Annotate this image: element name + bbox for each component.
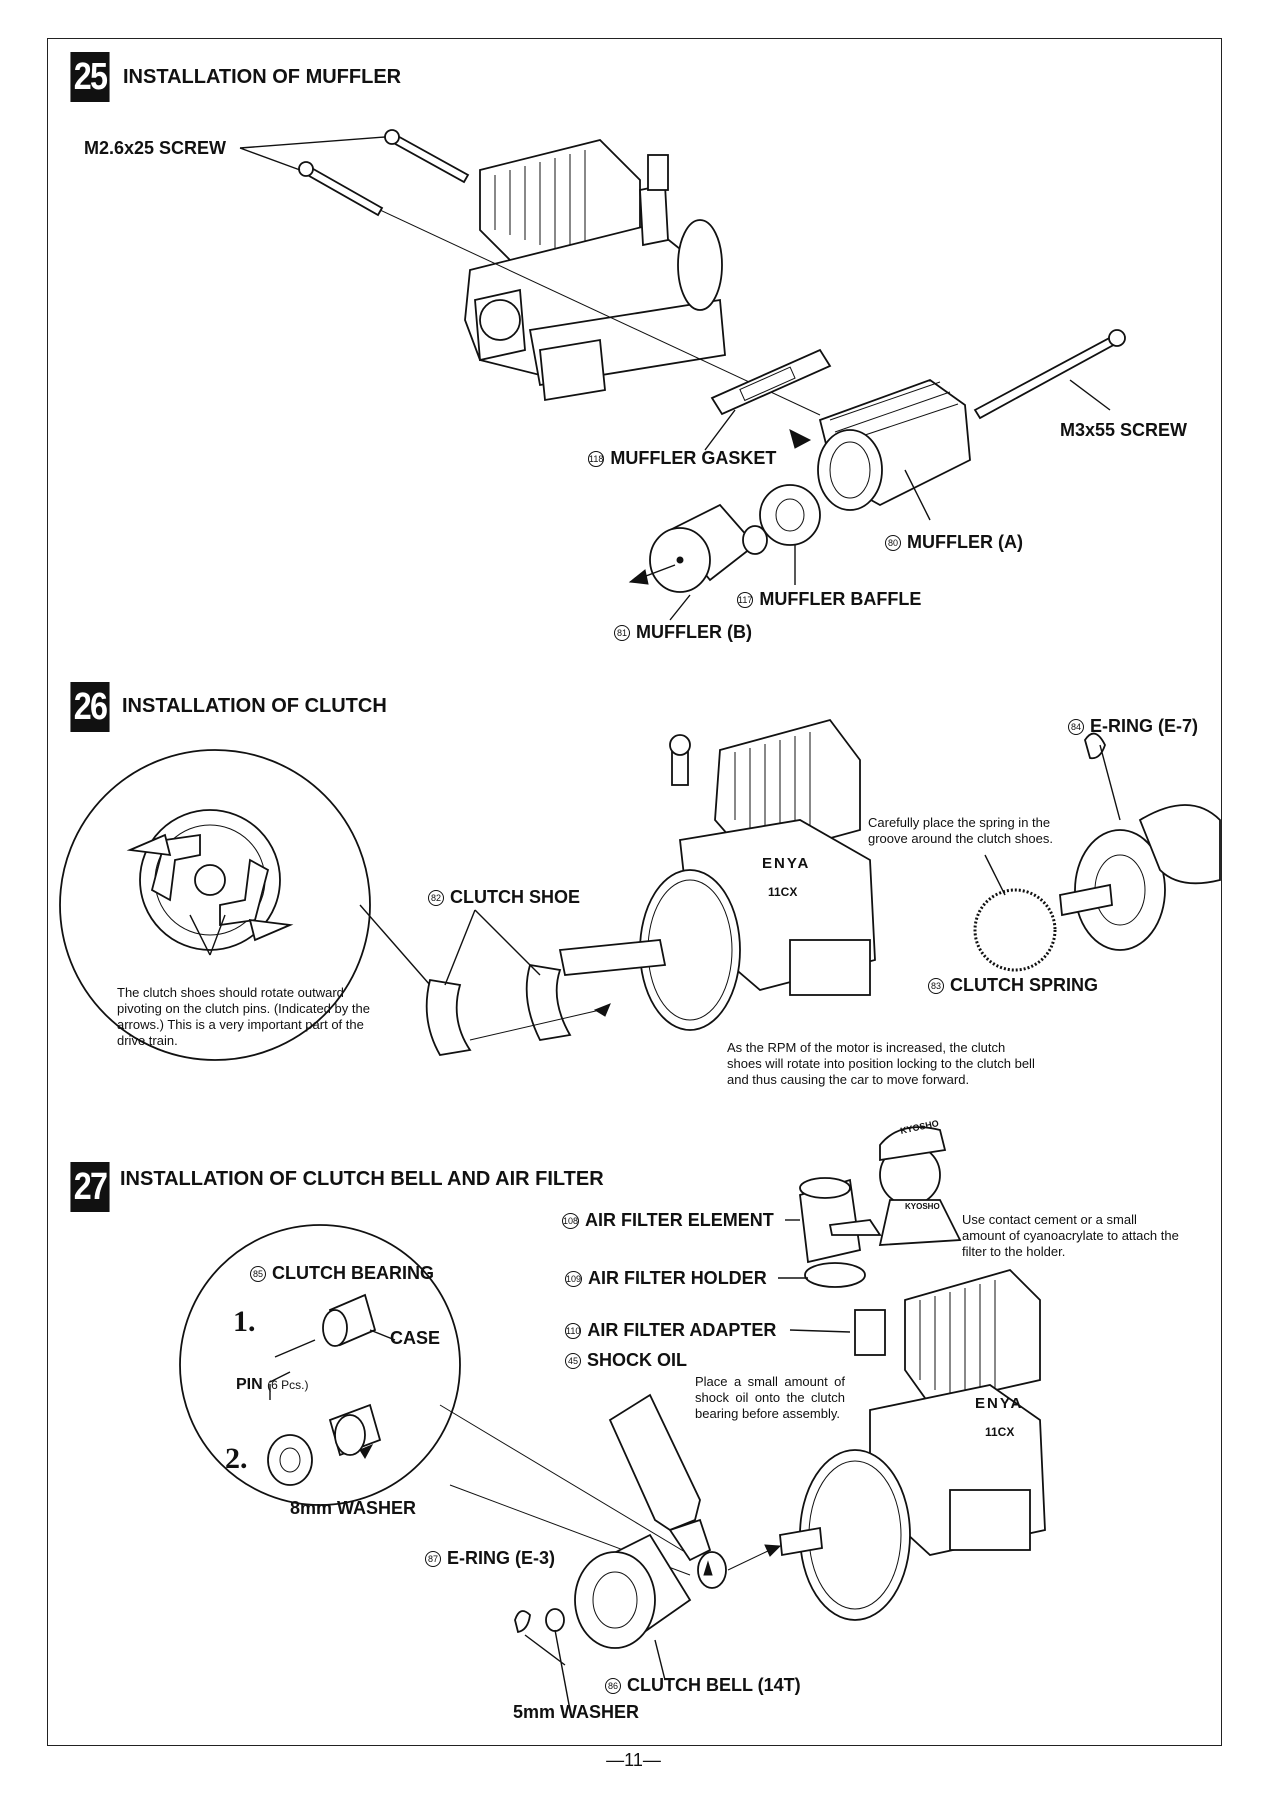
label-muffler-b: 81 MUFFLER (B) bbox=[614, 622, 752, 643]
label-clutch-shoe-text: CLUTCH SHOE bbox=[450, 887, 580, 907]
label-pin-count: (6 Pcs.) bbox=[267, 1378, 309, 1392]
part-number-110: 110 bbox=[565, 1323, 582, 1339]
engine-brand-26: ENYA bbox=[762, 855, 811, 872]
part-number-85: 85 bbox=[250, 1266, 266, 1282]
label-5mm-washer: 5mm WASHER bbox=[513, 1702, 640, 1722]
clutch-bell-parts bbox=[514, 1533, 782, 1711]
part-number-109: 109 bbox=[565, 1271, 583, 1287]
note-shock-oil: Place a small amount of shock oil onto t… bbox=[695, 1374, 845, 1421]
label-m3x55-screw: M3x55 SCREW bbox=[1060, 420, 1188, 440]
step-title-26: INSTALLATION OF CLUTCH bbox=[122, 695, 387, 717]
part-number-87: 87 bbox=[425, 1551, 441, 1567]
part-number-118: 118 bbox=[588, 451, 605, 467]
label-clutch-shoe: 82 CLUTCH SHOE bbox=[428, 887, 580, 908]
label-air-filter-adapter-text: AIR FILTER ADAPTER bbox=[587, 1320, 777, 1340]
step-number-25: 25 bbox=[70, 52, 110, 102]
note-rpm: As the RPM of the motor is increased, th… bbox=[727, 1040, 1035, 1087]
engine-illustration-27 bbox=[778, 1177, 1046, 1621]
clutch-spring-detail bbox=[973, 732, 1221, 972]
page-number: —11— bbox=[606, 1750, 661, 1770]
m26-screws bbox=[239, 129, 821, 416]
engine-brand-27: ENYA bbox=[975, 1395, 1024, 1412]
label-air-filter-element: 108 AIR FILTER ELEMENT bbox=[562, 1210, 774, 1231]
step-title-27: INSTALLATION OF CLUTCH BELL AND AIR FILT… bbox=[120, 1168, 604, 1190]
part-number-80: 80 bbox=[885, 535, 901, 551]
step-number-26: 26 bbox=[70, 682, 110, 732]
bearing-detail-circle bbox=[179, 1224, 691, 1576]
label-8mm-washer: 8mm WASHER bbox=[290, 1498, 417, 1518]
label-m26x25-screw: M2.6x25 SCREW bbox=[84, 138, 227, 158]
note-clutch-shoes: The clutch shoes should rotate outward p… bbox=[117, 985, 370, 1048]
label-clutch-bell: 86 CLUTCH BELL (14T) bbox=[605, 1675, 801, 1696]
step-number-27: 27 bbox=[70, 1162, 110, 1212]
label-muffler-gasket-text: MUFFLER GASKET bbox=[610, 448, 777, 468]
label-clutch-bell-text: CLUTCH BELL (14T) bbox=[627, 1675, 801, 1695]
label-muffler-b-text: MUFFLER (B) bbox=[636, 622, 752, 642]
part-number-117: 117 bbox=[737, 592, 754, 608]
label-clutch-spring-text: CLUTCH SPRING bbox=[950, 975, 1098, 995]
clutch-detail-circle bbox=[59, 749, 431, 1061]
engine-model-26: 11CX bbox=[768, 885, 798, 899]
part-number-86: 86 bbox=[605, 1678, 621, 1694]
label-muffler-baffle-text: MUFFLER BAFFLE bbox=[759, 589, 922, 609]
label-shock-oil: 45 SHOCK OIL bbox=[565, 1350, 687, 1371]
label-shock-oil-text: SHOCK OIL bbox=[587, 1350, 688, 1370]
label-muffler-gasket: 118 MUFFLER GASKET bbox=[588, 448, 776, 469]
shock-oil-bottle bbox=[608, 1393, 713, 1576]
label-e-ring-e3-text: E-RING (E-3) bbox=[447, 1548, 555, 1568]
part-number-84: 84 bbox=[1068, 719, 1084, 735]
mascot-shirt-text: KYOSHO bbox=[905, 1202, 940, 1211]
part-number-81: 81 bbox=[614, 625, 630, 641]
part-number-45: 45 bbox=[565, 1353, 581, 1369]
bearing-step-1: 1. bbox=[233, 1305, 256, 1338]
label-muffler-a: 80 MUFFLER (A) bbox=[885, 532, 1023, 553]
label-air-filter-holder-text: AIR FILTER HOLDER bbox=[588, 1268, 767, 1288]
label-air-filter-adapter: 110 AIR FILTER ADAPTER bbox=[565, 1320, 776, 1341]
engine-illustration-25 bbox=[464, 139, 726, 402]
note-clutch-spring: Carefully place the spring in the groove… bbox=[868, 815, 1054, 846]
label-pin: PIN (6 Pcs.) bbox=[236, 1376, 308, 1394]
label-muffler-a-text: MUFFLER (A) bbox=[907, 532, 1023, 552]
part-number-83: 83 bbox=[928, 978, 944, 994]
label-air-filter-element-text: AIR FILTER ELEMENT bbox=[585, 1210, 774, 1230]
kyosho-mascot bbox=[828, 1126, 962, 1246]
engine-illustration-26 bbox=[558, 718, 876, 1031]
step-title-25: INSTALLATION OF MUFFLER bbox=[123, 66, 402, 88]
clutch-shoes bbox=[425, 909, 611, 1056]
label-clutch-bearing-text: CLUTCH BEARING bbox=[272, 1263, 434, 1283]
note-contact-cement: Use contact cement or a small amount of … bbox=[962, 1212, 1179, 1259]
page-frame bbox=[47, 38, 1222, 1746]
label-e-ring-e7-text: E-RING (E-7) bbox=[1090, 716, 1198, 736]
muffler-parts bbox=[628, 329, 1126, 621]
label-clutch-bearing: 85 CLUTCH BEARING bbox=[250, 1263, 434, 1284]
label-case: CASE bbox=[390, 1328, 441, 1348]
part-number-82: 82 bbox=[428, 890, 444, 906]
label-e-ring-e3: 87 E-RING (E-3) bbox=[425, 1548, 555, 1569]
label-air-filter-holder: 109 AIR FILTER HOLDER bbox=[565, 1268, 767, 1289]
bearing-step-2: 2. bbox=[225, 1442, 248, 1475]
label-clutch-spring: 83 CLUTCH SPRING bbox=[928, 975, 1098, 996]
label-pin-text: PIN bbox=[236, 1376, 263, 1393]
engine-model-27: 11CX bbox=[985, 1425, 1015, 1439]
label-e-ring-e7: 84 E-RING (E-7) bbox=[1068, 716, 1198, 737]
part-number-108: 108 bbox=[562, 1213, 580, 1229]
label-muffler-baffle: 117 MUFFLER BAFFLE bbox=[737, 589, 921, 610]
